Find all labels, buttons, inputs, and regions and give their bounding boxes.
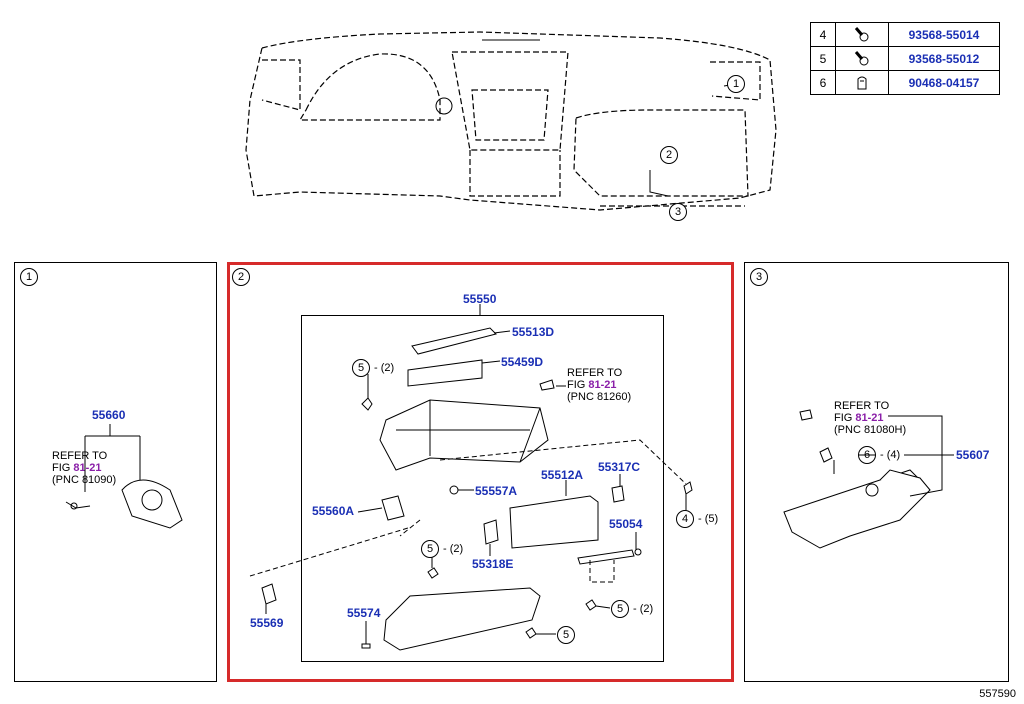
assembly-box-55550 <box>301 315 664 662</box>
part-55660-label[interactable]: 55660 <box>92 408 126 422</box>
ref-pnc: (PNC 81260) <box>567 391 632 403</box>
fastener-callout[interactable]: 5 <box>352 359 370 377</box>
ref-pnc: (PNC 81090) <box>52 474 117 486</box>
fastener-qty: - (2) <box>633 603 654 615</box>
ref-fig-prefix: FIG <box>834 412 856 424</box>
legend-part-number[interactable]: 93568-55014 <box>888 22 1000 47</box>
clip-icon <box>835 70 889 95</box>
detail-panel-1 <box>14 262 217 682</box>
ref-fig-prefix: FIG <box>52 462 74 474</box>
part-55054-label[interactable]: 55054 <box>609 517 643 531</box>
part-55513D-label[interactable]: 55513D <box>512 325 555 339</box>
ref-fig-link[interactable]: 81-21 <box>855 412 884 424</box>
ref-pnc: (PNC 81080H) <box>834 424 907 436</box>
reference-note: REFER TO FIG 81-21 (PNC 81090) <box>52 450 116 486</box>
legend-num: 4 <box>810 22 836 47</box>
ref-line: REFER TO <box>52 450 108 462</box>
part-55459D-label[interactable]: 55459D <box>501 355 544 369</box>
dashboard-overview-drawing <box>245 31 777 211</box>
part-55560A-label[interactable]: 55560A <box>312 504 355 518</box>
part-55512A-label[interactable]: 55512A <box>541 468 584 482</box>
overview-callout[interactable]: 2 <box>660 146 678 164</box>
fastener-callout[interactable]: 4 <box>676 510 694 528</box>
detail-panel-3 <box>744 262 1009 682</box>
fastener-callout[interactable]: 5 <box>611 600 629 618</box>
panel-index: 2 <box>232 268 250 286</box>
panel-index: 3 <box>750 268 768 286</box>
panel-index: 1 <box>20 268 38 286</box>
detail-panel-2-selected <box>227 262 734 682</box>
ref-line: REFER TO <box>567 367 623 379</box>
ref-line: REFER TO <box>834 400 890 412</box>
ref-fig-link[interactable]: 81-21 <box>73 462 102 474</box>
diagram-id: 557590 <box>979 688 1016 700</box>
legend-row: 4 93568-55014 <box>810 22 1000 47</box>
reference-note: REFER TO FIG 81-21 (PNC 81260) <box>567 367 631 403</box>
fastener-qty: - (2) <box>374 362 395 374</box>
part-55318E-label[interactable]: 55318E <box>472 557 514 571</box>
fastener-callout[interactable]: 5 <box>421 540 439 558</box>
fastener-callout[interactable]: 5 <box>557 626 575 644</box>
part-55607-label[interactable]: 55607 <box>956 448 990 462</box>
fastener-qty: - (4) <box>880 449 901 461</box>
legend-row: 6 90468-04157 <box>810 70 1000 95</box>
part-55317C-label[interactable]: 55317C <box>598 460 641 474</box>
fastener-qty: - (5) <box>698 513 719 525</box>
part-55550-label[interactable]: 55550 <box>463 292 497 306</box>
fastener-qty: - (2) <box>443 543 464 555</box>
legend-part-number[interactable]: 90468-04157 <box>888 70 1000 95</box>
reference-note: REFER TO FIG 81-21 (PNC 81080H) <box>834 400 906 436</box>
ref-fig-line: FIG 81-21 <box>834 412 906 424</box>
fastener-legend-table: 4 93568-55014 5 93568-55012 6 90468-0415… <box>810 22 1000 95</box>
ref-fig-line: FIG 81-21 <box>52 462 116 474</box>
part-55557A-label[interactable]: 55557A <box>475 484 518 498</box>
overview-callout[interactable]: 1 <box>727 75 745 93</box>
ref-fig-line: FIG 81-21 <box>567 379 631 391</box>
part-55574-label[interactable]: 55574 <box>347 606 381 620</box>
part-55569-label[interactable]: 55569 <box>250 616 284 630</box>
ref-fig-prefix: FIG <box>567 379 589 391</box>
overview-callout[interactable]: 3 <box>669 203 687 221</box>
ref-fig-link[interactable]: 81-21 <box>588 379 617 391</box>
